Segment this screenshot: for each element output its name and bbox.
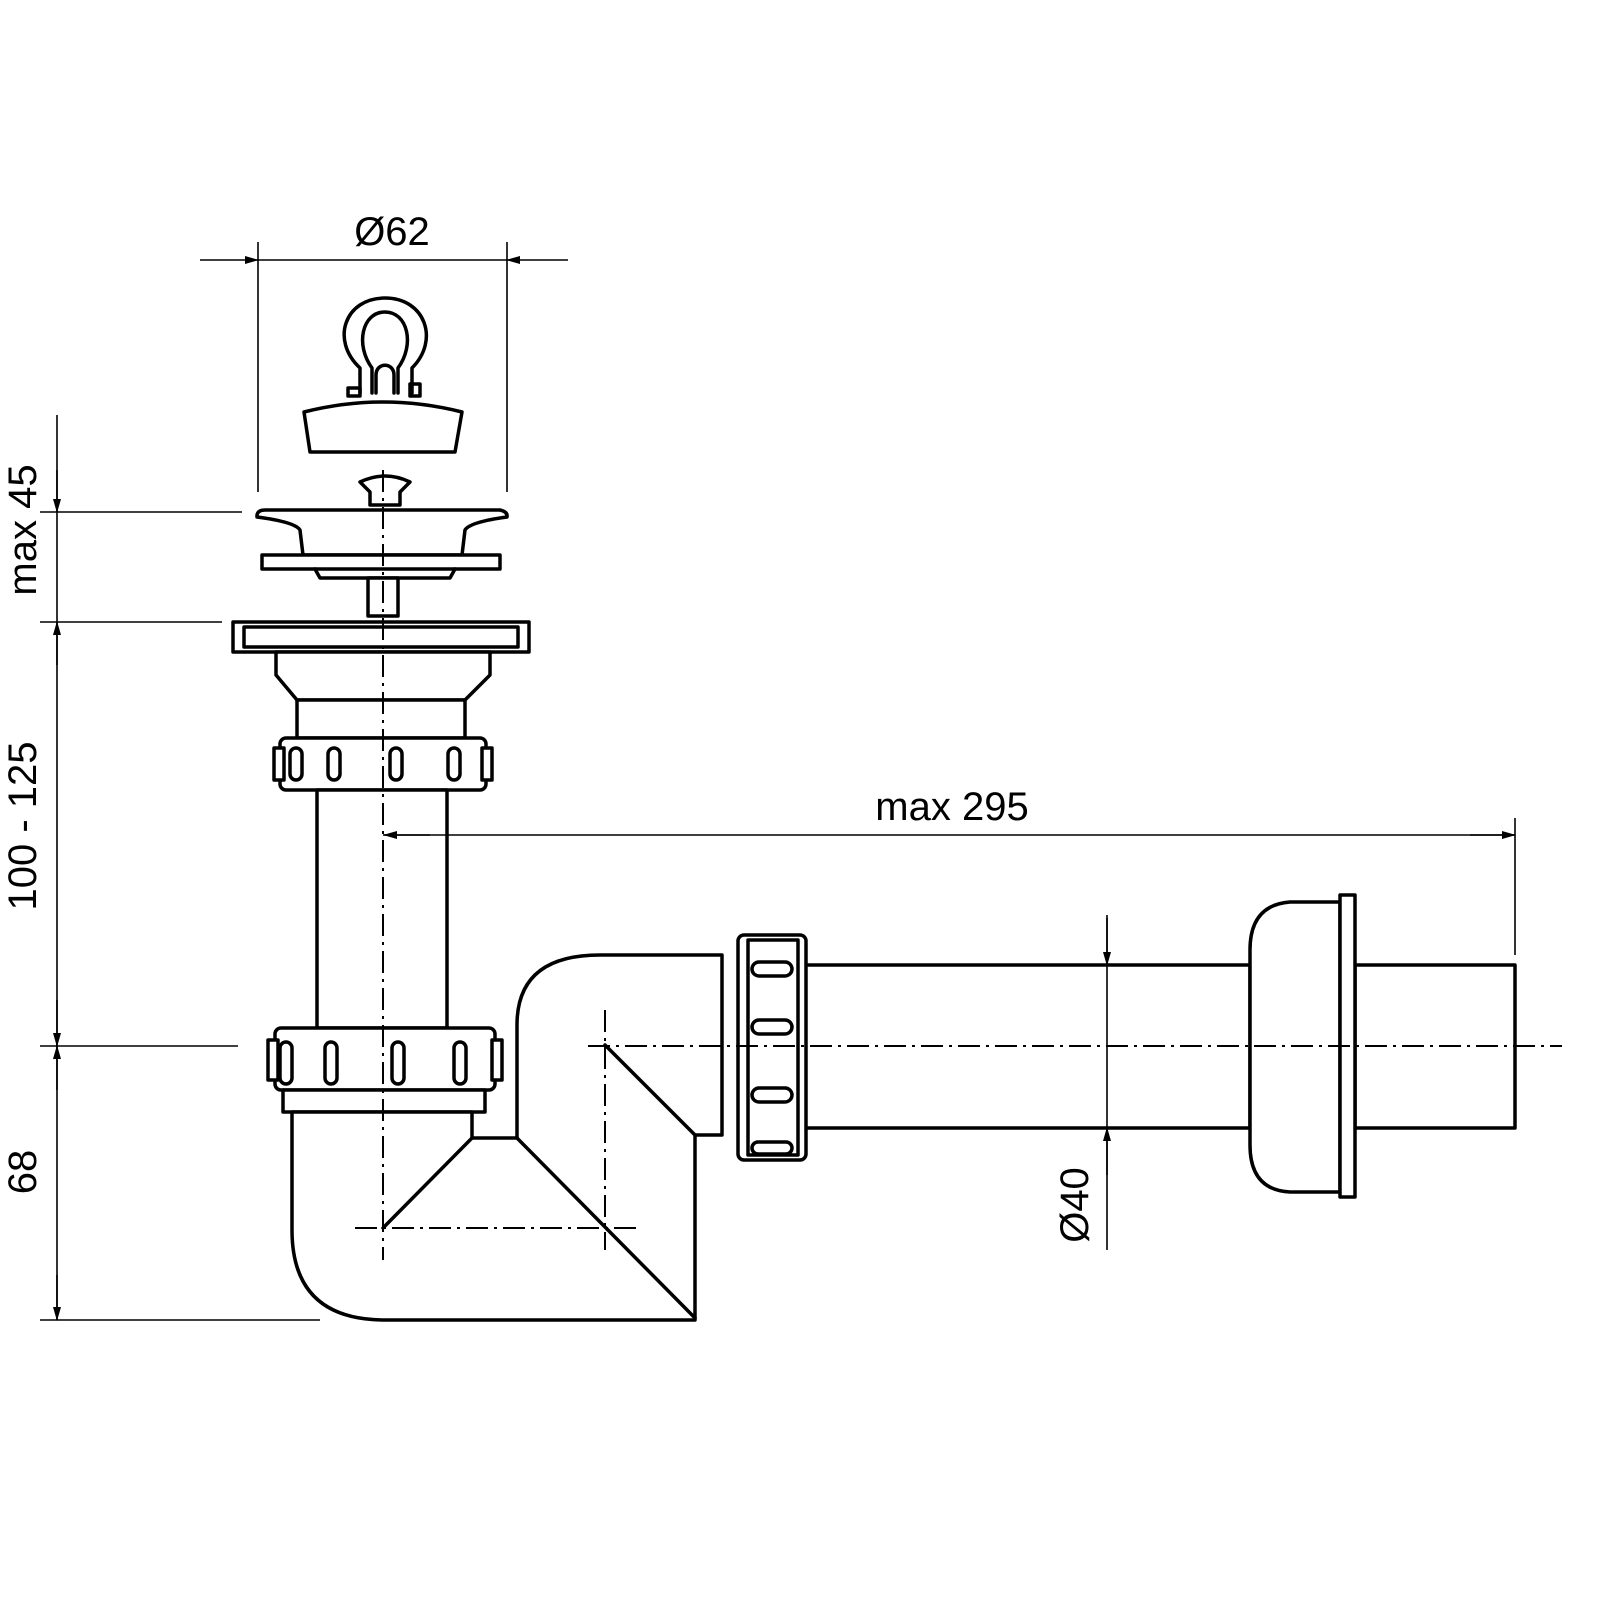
nut-slots-bottom <box>278 1040 468 1086</box>
dimension-max-295: max 295 <box>383 785 1516 955</box>
outlet-nut-slots <box>750 960 794 1156</box>
stopper-plug <box>302 296 464 454</box>
label-100-125: 100 - 125 <box>1 741 45 910</box>
nut-slots-top <box>288 746 462 782</box>
label-diameter-40: Ø40 <box>1053 1167 1097 1243</box>
dimension-vertical-chain: max 45 100 - 125 68 <box>1 415 320 1321</box>
outlet-pipe <box>736 893 1517 1199</box>
dimension-diameter-62: Ø62 <box>200 210 568 492</box>
label-diameter-62: Ø62 <box>354 210 430 254</box>
dimension-diameter-40: Ø40 <box>1053 915 1111 1250</box>
siphon-body <box>231 620 724 1322</box>
label-68: 68 <box>1 1150 45 1195</box>
label-max-295: max 295 <box>875 785 1028 829</box>
label-max-45: max 45 <box>1 464 45 595</box>
